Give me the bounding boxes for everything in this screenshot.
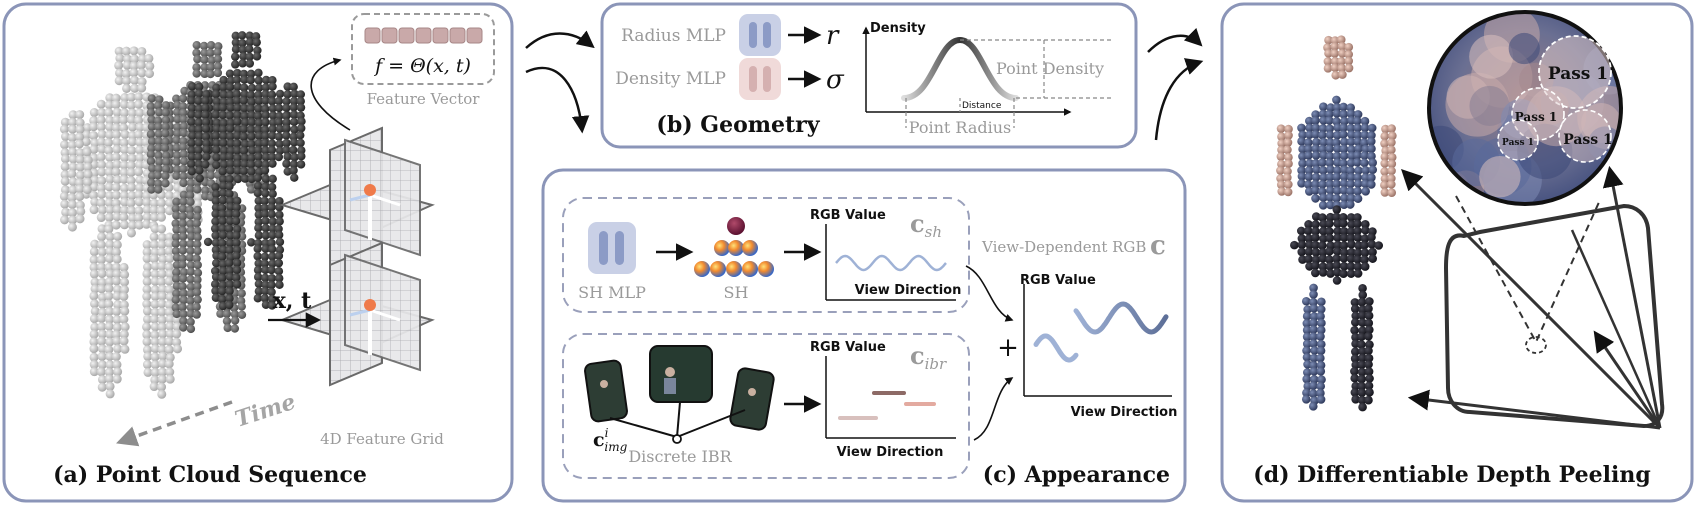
density-mlp-block [739,58,781,100]
sum-rgb-plot: RGB Value View Direction [1020,273,1177,420]
c-ibr-symbol: cibr [910,341,947,373]
panel-d-depth-peeling: Pass 1 Pass 1 Pass 1 Pass 1 (d) Differen… [1220,2,1694,503]
density-mlp-label: Density MLP [615,69,726,89]
feature-grid-upper [279,126,435,272]
ibr-image-left [584,359,628,423]
c-view-symbol: c [1150,231,1166,261]
plus-sign: + [997,333,1019,363]
feature-vector-cells [364,27,483,44]
time-arrow [116,400,233,447]
merge-arrow-sh [965,265,1014,322]
radius-mlp-label: Radius MLP [621,26,726,46]
pass-circles: Pass 1 Pass 1 Pass 1 Pass 1 [1497,35,1613,163]
feature-grid-lower [279,241,435,387]
sum-rgb-curve-right [1073,301,1169,335]
spherical-harmonics-balls [694,217,774,277]
panel-a-title: (a) Point Cloud Sequence [53,462,367,488]
grid-sample-point-upper [364,184,376,196]
ibr-image-center [649,345,713,403]
ibr-plot-ylabel: RGB Value [810,340,886,355]
sh-rgb-plot: RGB Value View Direction csh [810,208,962,301]
ibr-image-right [729,367,775,431]
panel-c-frame [541,168,1187,503]
sh-mlp-block [588,222,636,274]
feature-formula: f = Θ(x, t) [373,55,471,77]
density-xlabel: Distance [962,101,1002,111]
arrow-a-to-c [525,66,590,134]
panel-b-frame [600,2,1138,149]
sh-plot-ylabel: RGB Value [810,208,886,223]
panel-c-appearance: SH MLP SH RGB Value View Direction csh [541,168,1187,503]
feature-arrow [310,57,351,131]
ibr-plot-xlabel: View Direction [837,445,944,460]
density-symbol: σ [826,65,845,95]
density-plot: Density Distance Point Density Point Rad… [862,21,1114,137]
time-label: Time [232,389,299,433]
sh-label: SH [724,283,749,302]
panel-d-frame [1220,2,1694,503]
ibr-query-point [672,434,682,444]
panel-c-title: (c) Appearance [983,462,1170,488]
ibr-source-images [584,345,775,444]
panel-b-title: (b) Geometry [656,112,820,138]
sum-rgb-curve-left [1033,333,1079,363]
pass-label-2: Pass 1 [1515,110,1558,124]
arrow-b-to-d-upper [1147,27,1203,53]
arrow-a-to-b-upper [525,30,595,49]
point-radius-label: Point Radius [909,118,1012,137]
panel-a-point-cloud-sequence: f = Θ(x, t) Feature Vector x, t [2,2,514,503]
ibr-rgb-plot: RGB Value View Direction cibr [810,340,956,460]
merge-arrow-ibr [973,377,1014,441]
ibr-branch-box [562,333,970,479]
pass-label-1: Pass 1 [1548,64,1608,84]
panel-b-geometry: Radius MLP r Density MLP σ Density Dista… [600,2,1138,149]
sh-plot-xlabel: View Direction [855,283,962,298]
radius-symbol: r [826,21,840,51]
pass-label-3: Pass 1 [1563,132,1613,148]
input-label: x, t [273,288,312,314]
grid-sample-point-lower [364,299,376,311]
feature-grid-label: 4D Feature Grid [320,430,444,448]
sh-branch-box [562,197,970,313]
point-density-label: Point Density [996,59,1104,78]
arrow-c-to-d [1154,58,1204,141]
point-cloud-frame-dark [187,31,306,311]
pass-label-4: Pass 1 [1502,138,1534,148]
sh-mlp-label: SH MLP [578,283,646,302]
view-dependent-label: View-Dependent RGB [981,238,1146,256]
ibr-label: Discrete IBR [628,447,732,466]
colored-point-cloud-figure [1276,35,1397,412]
density-ylabel: Density [870,21,926,36]
sum-plot-ylabel: RGB Value [1020,273,1096,288]
sum-plot-xlabel: View Direction [1071,405,1178,420]
panel-d-title: (d) Differentiable Depth Peeling [1253,462,1650,488]
camera-frustum [1401,165,1665,430]
radius-mlp-block [739,14,781,56]
sh-rgb-curve [835,254,947,272]
panel-a-frame [2,2,514,503]
c-sh-symbol: csh [910,209,942,241]
feature-vector-label: Feature Vector [367,90,481,108]
